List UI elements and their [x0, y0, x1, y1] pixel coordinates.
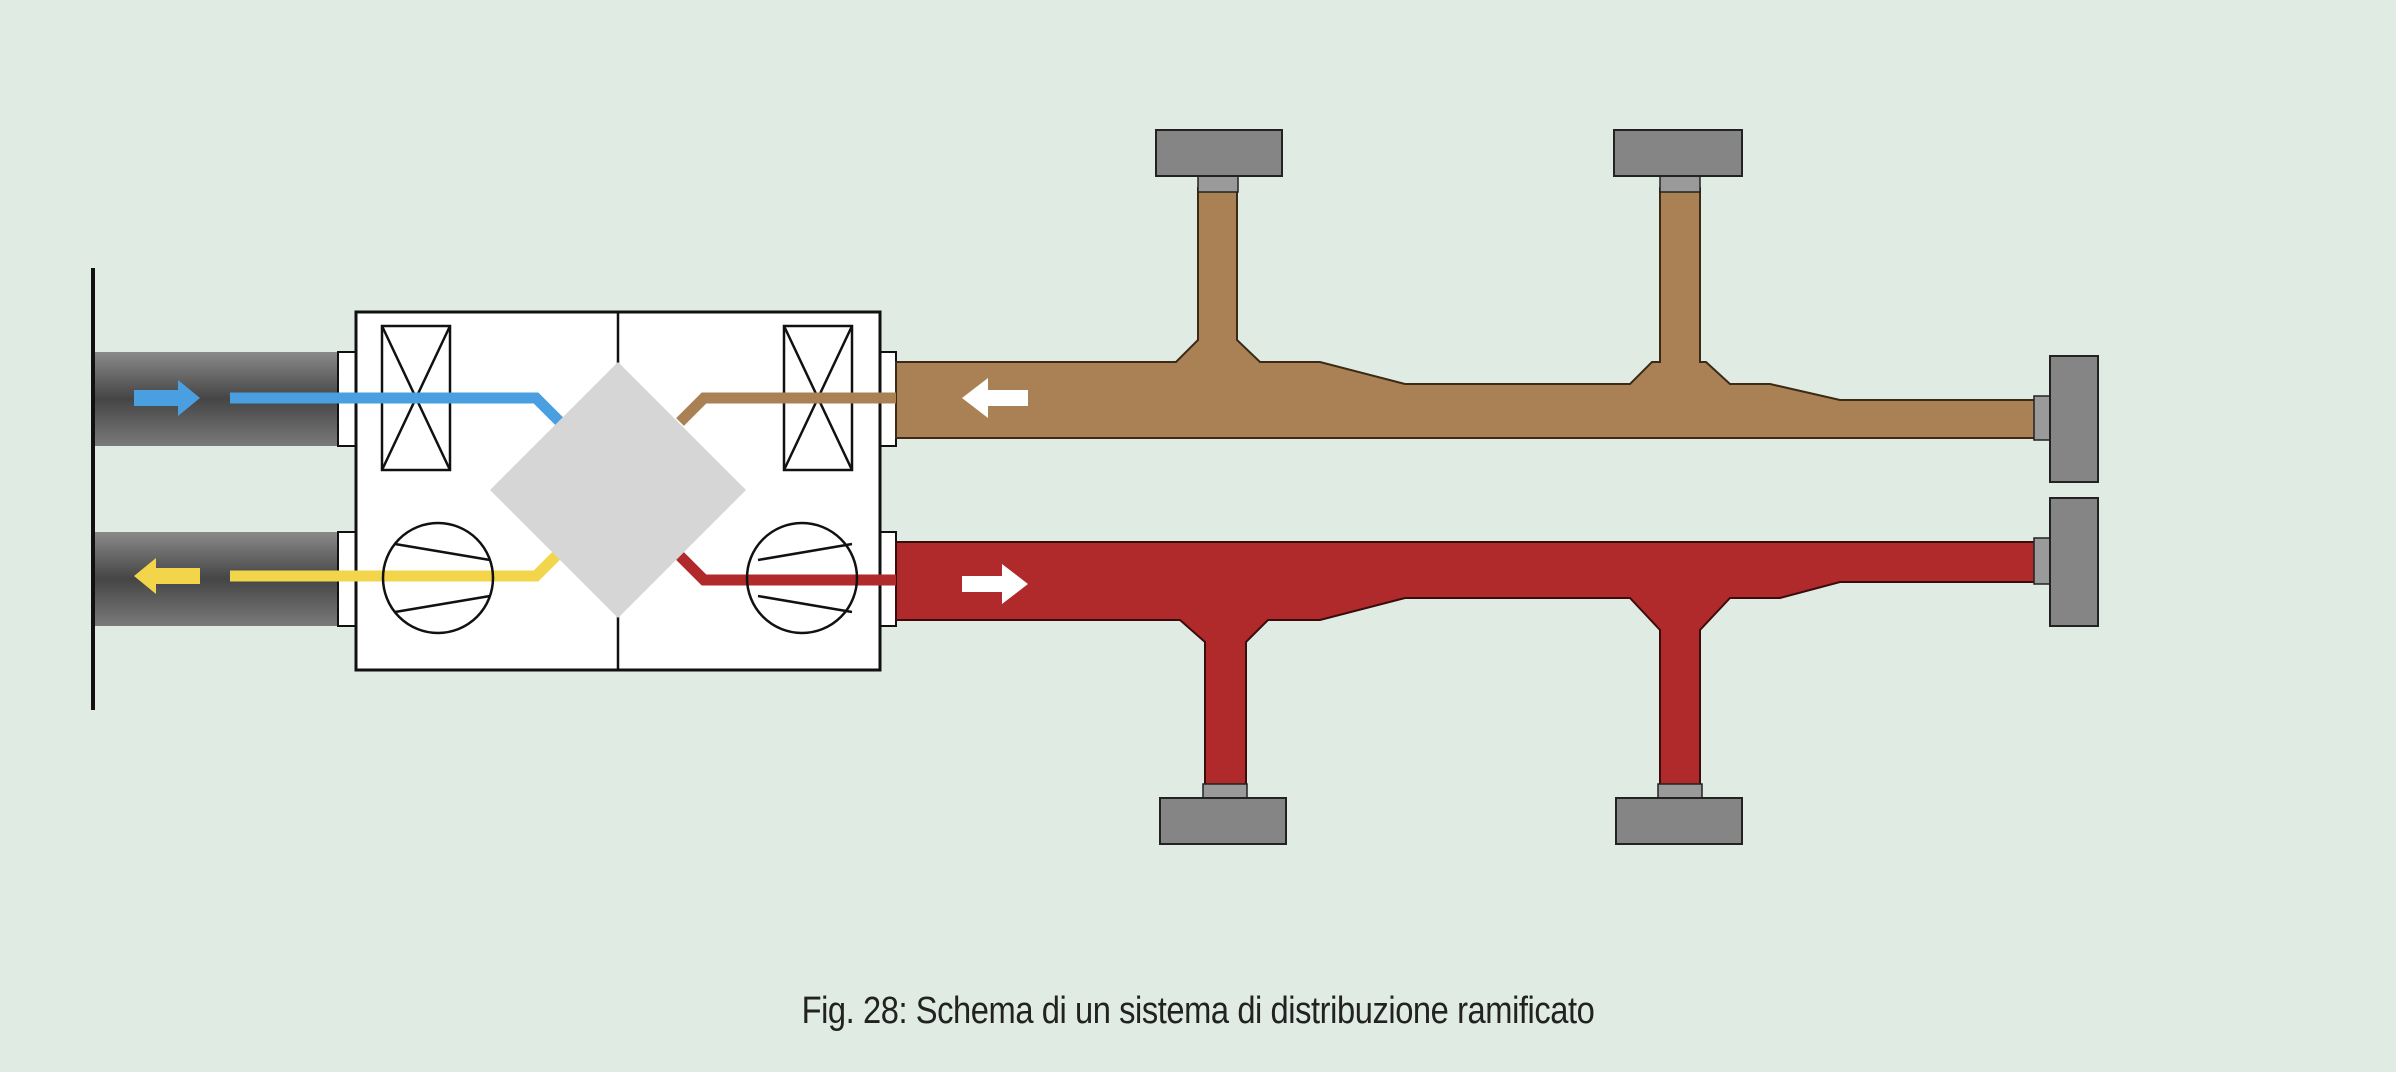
exhaust-air-line — [230, 548, 564, 582]
supply-terminal-2 — [1615, 783, 1743, 845]
arrow-right-icon — [962, 564, 1028, 604]
arrow-left-icon — [962, 378, 1028, 418]
extract-terminal-2 — [1613, 129, 1743, 193]
figure-caption: Fig. 28: Schema di un sistema di distrib… — [801, 990, 1595, 1032]
heat-exchanger — [490, 362, 746, 618]
extract-air-line — [676, 392, 896, 426]
arrow-left-icon — [134, 558, 200, 594]
supply-main-duct — [895, 541, 2037, 789]
supply-terminal-1 — [1159, 783, 1287, 845]
extract-main-duct — [895, 187, 2037, 439]
supply-terminal-end — [2033, 497, 2099, 627]
arrow-right-icon — [134, 380, 200, 416]
fan-icon — [381, 521, 495, 635]
supply-air-line — [676, 552, 896, 586]
extract-terminal-1 — [1155, 129, 1283, 193]
extract-air-network — [895, 187, 2037, 439]
extract-terminal-end — [2033, 355, 2099, 483]
fan-icon — [745, 521, 859, 635]
supply-air-network — [895, 541, 2037, 789]
fresh-air-line — [230, 392, 564, 426]
